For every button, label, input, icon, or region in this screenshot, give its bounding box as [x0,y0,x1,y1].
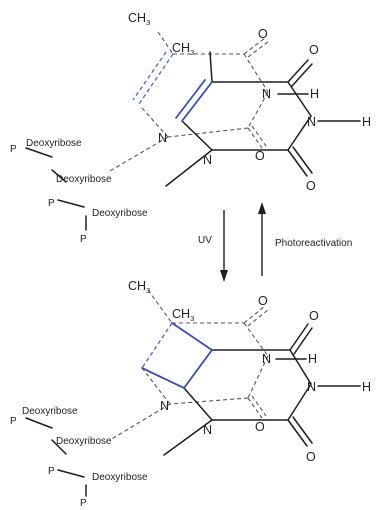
thymine-pair-top [25,31,361,231]
reaction-arrows: UV Photoreactivation [198,202,352,282]
phosphate-label: P [48,198,55,209]
methyl-label: CH3 [128,11,150,27]
hydrogen-label: H [310,87,319,101]
deoxyribose-label: Deoxyribose [56,436,112,447]
phosphate-label: P [80,498,87,509]
deoxyribose-label: Deoxyribose [92,208,148,219]
photoreactivation-label: Photoreactivation [275,238,352,249]
phosphate-label: P [10,144,17,155]
oxygen-label: O [309,309,319,323]
methyl-label: CH3 [128,279,150,295]
oxygen-label: O [258,294,268,308]
nitrogen-label: N [307,380,316,394]
oxygen-label: O [306,179,316,193]
nitrogen-label: N [160,399,169,413]
methyl-label: CH3 [172,41,194,57]
nitrogen-label: N [307,115,316,129]
oxygen-label: O [255,420,265,434]
nitrogen-label: N [203,423,212,437]
hydrogen-label: H [362,380,371,394]
oxygen-label: O [306,450,316,464]
nitrogen-label: N [262,87,271,101]
phosphate-label: P [48,466,55,477]
deoxyribose-label: Deoxyribose [22,406,78,417]
oxygen-label: O [255,149,265,163]
arrow-down-icon [220,270,228,282]
oxygen-label: O [258,27,268,41]
deoxyribose-label: Deoxyribose [56,174,112,185]
atom-labels-top: CH3 CH3 O O N H N H N N O O Deoxyribose … [10,11,371,245]
hydrogen-label: H [362,115,371,129]
deoxyribose-label: Deoxyribose [92,472,148,483]
uv-label: UV [198,235,212,246]
nitrogen-label: N [158,131,167,145]
oxygen-label: O [309,43,319,57]
thymine-dimer-bottom [25,289,361,497]
phosphate-label: P [10,416,17,427]
hydrogen-label: H [308,352,317,366]
arrow-up-icon [258,202,266,214]
nitrogen-label: N [262,352,271,366]
phosphate-label: P [80,234,87,245]
nitrogen-label: N [203,153,212,167]
deoxyribose-label: Deoxyribose [26,138,82,149]
atom-labels-bottom: CH3 CH3 O O N H N H N N O O Deoxyribose … [10,279,371,509]
methyl-label: CH3 [172,307,194,323]
